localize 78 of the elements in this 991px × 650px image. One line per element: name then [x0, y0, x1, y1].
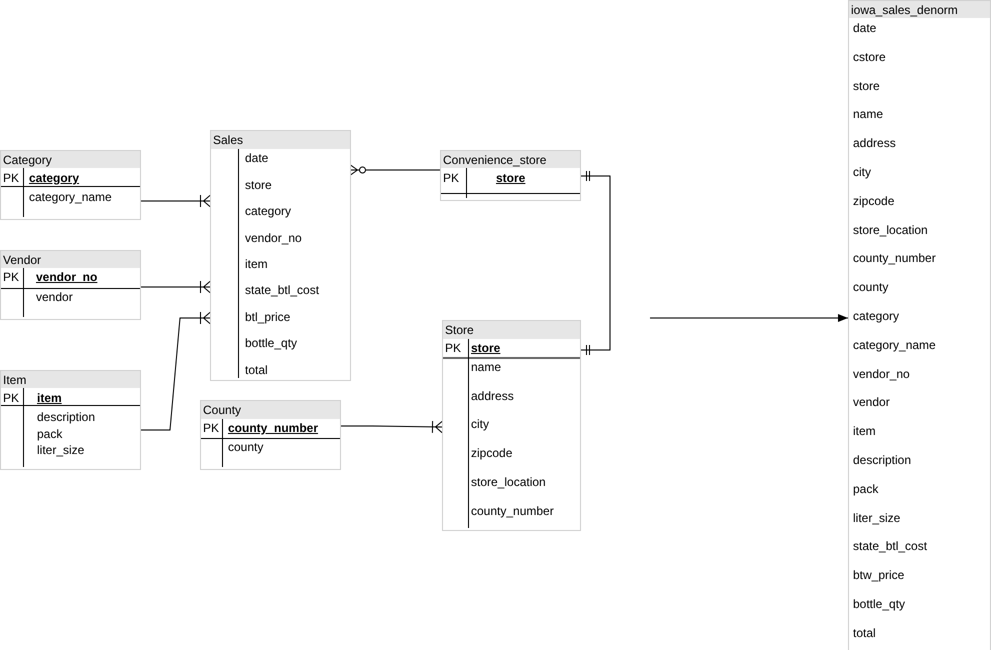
primary-key-field: item: [37, 391, 62, 405]
field-name: vendor: [36, 290, 73, 304]
field-name: address: [853, 136, 896, 150]
table-title: Convenience_store: [443, 153, 546, 167]
field-name: name: [471, 360, 502, 374]
field-name: cstore: [853, 50, 886, 64]
field-name: vendor_no: [245, 231, 302, 245]
field-name: category_name: [853, 338, 936, 352]
entity-table: [0, 250, 141, 320]
field-name: address: [471, 389, 514, 403]
entity-table: [200, 400, 341, 470]
field-name: pack: [853, 482, 878, 496]
relationship-line: [140, 280, 211, 294]
relationship-line: [140, 312, 211, 430]
field-name: btw_price: [853, 568, 904, 582]
entity-table: [440, 150, 581, 201]
field-name: store_location: [853, 223, 928, 237]
primary-key-field: vendor_no: [36, 270, 98, 284]
field-name: total: [245, 363, 268, 377]
field-name: date: [853, 21, 876, 35]
field-name: name: [853, 107, 884, 121]
field-name: total: [853, 626, 876, 640]
field-name: vendor_no: [853, 367, 910, 381]
field-name: county: [228, 440, 264, 454]
field-name: category: [245, 204, 292, 218]
field-name: item: [853, 424, 876, 438]
field-name: description: [37, 410, 96, 424]
field-name: county: [853, 280, 888, 294]
field-name: store: [245, 178, 272, 192]
field-name: zipcode: [471, 446, 512, 460]
field-name: county_number: [471, 504, 554, 518]
field-name: bottle_qty: [245, 336, 298, 350]
table-title: County: [203, 403, 242, 417]
entity-table: [0, 370, 141, 470]
table-title: Store: [445, 323, 474, 337]
primary-key-field: store: [496, 171, 526, 185]
primary-key-label: PK: [203, 421, 220, 435]
field-name: store_location: [471, 475, 546, 489]
primary-key-label: PK: [3, 391, 20, 405]
table-title: Vendor: [3, 253, 42, 267]
field-name: date: [245, 151, 268, 165]
field-name: liter_size: [37, 443, 84, 457]
field-name: city: [853, 165, 871, 179]
entity-table: [0, 150, 141, 220]
field-name: state_btl_cost: [245, 283, 320, 297]
field-name: store: [853, 79, 880, 93]
table-title: Item: [3, 373, 26, 387]
field-name: description: [853, 453, 912, 467]
entity-table: [848, 0, 991, 650]
field-name: item: [245, 257, 268, 271]
field-name: bottle_qty: [853, 597, 906, 611]
field-name: category: [853, 309, 900, 323]
field-name: liter_size: [853, 511, 900, 525]
entity-table: [210, 130, 351, 381]
field-name: county_number: [853, 251, 936, 265]
primary-key-label: PK: [3, 270, 20, 284]
field-name: vendor: [853, 395, 890, 409]
primary-key-field: store: [471, 341, 500, 355]
field-name: btl_price: [245, 310, 290, 324]
table-title: Category: [3, 153, 52, 167]
relationship-line: [350, 164, 440, 176]
relationship-line: [340, 420, 444, 434]
field-name: pack: [37, 427, 62, 441]
primary-key-label: PK: [443, 171, 460, 185]
arrow: [650, 314, 848, 322]
field-name: city: [471, 417, 489, 431]
table-title: Sales: [213, 133, 244, 147]
field-name: zipcode: [853, 194, 894, 208]
primary-key-field: category: [29, 171, 80, 185]
table-title: iowa_sales_denorm: [851, 3, 958, 17]
entity-table: [442, 320, 581, 531]
field-name: category_name: [29, 190, 112, 204]
field-name: state_btl_cost: [853, 539, 928, 553]
primary-key-field: county_number: [228, 421, 318, 435]
relationship-line: [140, 194, 211, 208]
primary-key-label: PK: [445, 341, 462, 355]
relationship-line: [580, 171, 610, 355]
primary-key-label: PK: [3, 171, 20, 185]
